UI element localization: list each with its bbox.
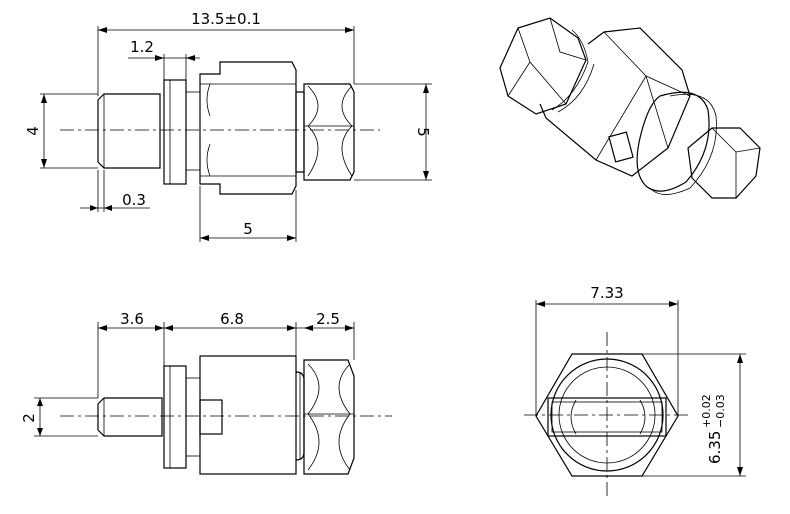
body2 — [199, 355, 297, 475]
key-slot — [199, 399, 223, 435]
dim-hex-tol-lower: −0.03 — [714, 394, 727, 428]
flange2 — [163, 365, 187, 469]
dim-pin-diameter: 4 — [24, 126, 42, 136]
dim-hex-height: 5 — [414, 127, 432, 137]
end-view: 7.33 6.35 +0.02 −0.03 — [524, 284, 746, 500]
iso-flange — [636, 91, 710, 192]
nut-hex — [303, 83, 355, 181]
pin-outline — [97, 93, 161, 169]
dim-hex-tol-upper: +0.02 — [700, 394, 713, 428]
side-view-top: 13.5±0.1 1.2 4 5 0.3 5 — [24, 10, 432, 242]
dim-tip-offset: 0.3 — [122, 191, 146, 209]
nut2 — [303, 359, 355, 475]
dim-body-span: 6.8 — [220, 310, 244, 328]
washer — [295, 91, 305, 173]
dim-pin-length: 3.6 — [120, 310, 144, 328]
body-hex — [199, 61, 297, 195]
iso-pin — [687, 127, 761, 199]
dim-hex-width: 7.33 — [590, 284, 623, 302]
flange — [163, 79, 187, 185]
dim-body-length: 5 — [243, 220, 253, 238]
dim-contact-height: 2 — [20, 413, 38, 423]
iso-nut — [499, 17, 587, 115]
iso-body — [539, 27, 691, 177]
dim-flange-gap: 1.2 — [130, 38, 154, 56]
side-view-bottom: 3.6 6.8 2.5 2 — [20, 310, 392, 475]
dim-nut-length: 2.5 — [316, 310, 340, 328]
dim-hex-across: 6.35 — [706, 431, 724, 464]
isometric-view — [499, 17, 761, 199]
pin2-outline — [97, 397, 163, 437]
iso-key — [608, 131, 634, 163]
dim-total-length: 13.5±0.1 — [191, 10, 261, 28]
